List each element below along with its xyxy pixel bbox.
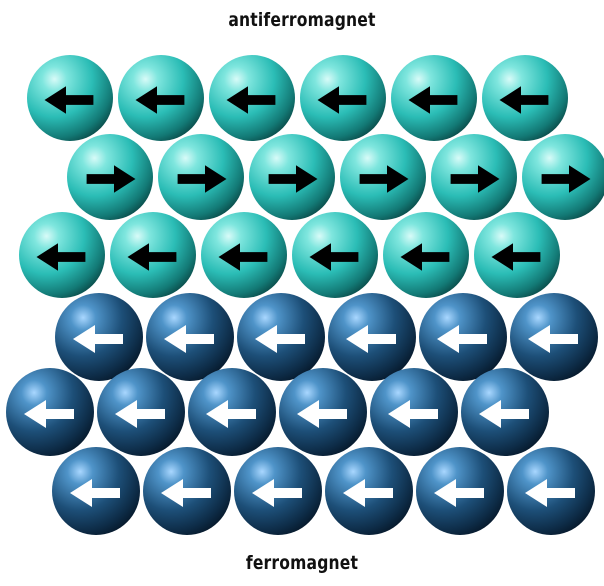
antiferromagnet-spin-sphere — [158, 134, 244, 220]
ferromagnet-spin-sphere — [328, 293, 416, 381]
ferromagnet-spin-sphere — [6, 368, 94, 456]
ferromagnet-spin-sphere — [188, 368, 276, 456]
antiferromagnet-spin-sphere — [118, 55, 204, 141]
ferromagnet-spin-sphere — [143, 447, 231, 535]
antiferromagnet-spin-sphere — [482, 55, 568, 141]
ferromagnet-spin-sphere — [146, 293, 234, 381]
antiferromagnet-spin-sphere — [292, 212, 378, 298]
ferromagnet-spin-sphere — [279, 368, 367, 456]
antiferromagnet-spin-sphere — [209, 55, 295, 141]
ferromagnet-spin-sphere — [370, 368, 458, 456]
antiferromagnet-spin-sphere — [391, 55, 477, 141]
ferromagnet-spin-sphere — [419, 293, 507, 381]
ferromagnet-spin-sphere — [52, 447, 140, 535]
ferromagnet-label: ferromagnet — [54, 552, 549, 574]
antiferromagnet-spin-sphere — [383, 212, 469, 298]
ferromagnet-spin-sphere — [97, 368, 185, 456]
ferromagnet-spin-sphere — [55, 293, 143, 381]
ferromagnet-spin-sphere — [507, 447, 595, 535]
antiferromagnet-spin-sphere — [249, 134, 335, 220]
ferromagnet-spin-sphere — [461, 368, 549, 456]
ferromagnet-spin-sphere — [325, 447, 413, 535]
ferromagnet-spin-sphere — [416, 447, 504, 535]
antiferromagnet-spin-sphere — [27, 55, 113, 141]
ferromagnet-spin-sphere — [237, 293, 325, 381]
spheres-layer — [6, 55, 604, 535]
antiferromagnet-spin-sphere — [67, 134, 153, 220]
ferromagnet-spin-sphere — [510, 293, 598, 381]
antiferromagnet-spin-sphere — [300, 55, 386, 141]
antiferromagnet-spin-sphere — [201, 212, 287, 298]
antiferromagnet-spin-sphere — [431, 134, 517, 220]
antiferromagnet-spin-sphere — [19, 212, 105, 298]
antiferromagnet-spin-sphere — [340, 134, 426, 220]
antiferromagnet-spin-sphere — [522, 134, 604, 220]
antiferromagnet-spin-sphere — [110, 212, 196, 298]
antiferromagnet-spin-sphere — [474, 212, 560, 298]
ferromagnet-spin-sphere — [234, 447, 322, 535]
